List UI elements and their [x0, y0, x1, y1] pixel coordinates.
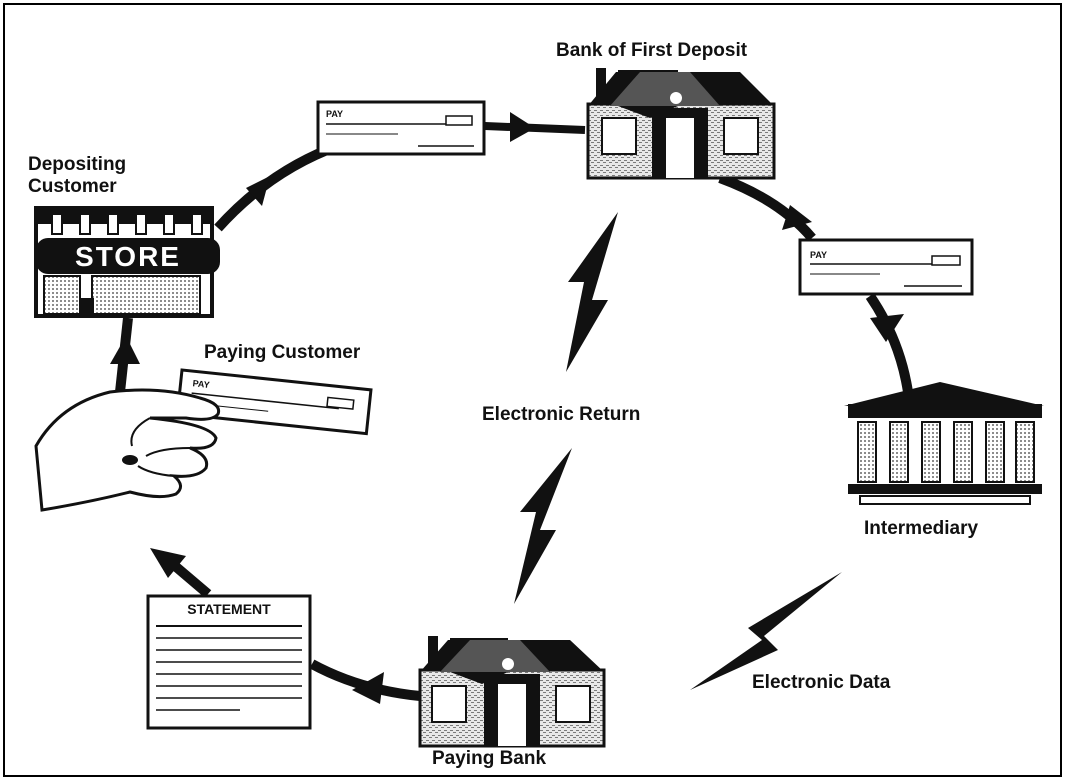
store-sign-text: STORE — [75, 241, 181, 272]
flow-arc-check-to-bank — [484, 112, 586, 142]
check-pay-text: PAY — [326, 109, 343, 119]
flow-arc-paying-bank-to-statement — [309, 659, 421, 704]
check-pay-text: PAY — [810, 250, 827, 260]
check-pay-text: PAY — [192, 378, 210, 390]
flow-arc-statement-to-hand — [150, 548, 212, 598]
flow-arc-check2-to-intermediary — [865, 293, 913, 393]
bank-house-icon — [586, 68, 776, 180]
check-icon: PAY — [798, 238, 974, 296]
flow-arc-hand-to-store — [110, 317, 140, 393]
check-icon: PAY — [316, 100, 486, 156]
flow-arc-store-to-check — [214, 140, 342, 232]
paying-bank-house-icon — [418, 636, 606, 748]
label-depositing-customer-line1: Depositing — [28, 154, 127, 175]
label-paying-bank: Paying Bank — [432, 748, 547, 769]
intermediary-building-icon — [844, 382, 1044, 505]
label-paying-customer: Paying Customer — [204, 342, 361, 363]
statement-document-icon: STATEMENT — [146, 594, 312, 730]
flow-arc-bank-to-check2 — [718, 173, 816, 242]
label-electronic-data: Electronic Data — [752, 672, 891, 693]
store-icon: STORE — [34, 206, 220, 318]
hand-icon — [34, 388, 221, 512]
statement-header-text: STATEMENT — [187, 601, 271, 617]
label-depositing-customer-line2: Customer — [28, 176, 117, 197]
label-intermediary: Intermediary — [864, 518, 979, 539]
lightning-bolt-icon — [690, 572, 842, 690]
lightning-bolt-icon — [514, 448, 572, 604]
lightning-bolt-icon — [566, 212, 618, 372]
label-bank-of-first-deposit: Bank of First Deposit — [556, 40, 748, 61]
label-electronic-return: Electronic Return — [482, 404, 641, 425]
